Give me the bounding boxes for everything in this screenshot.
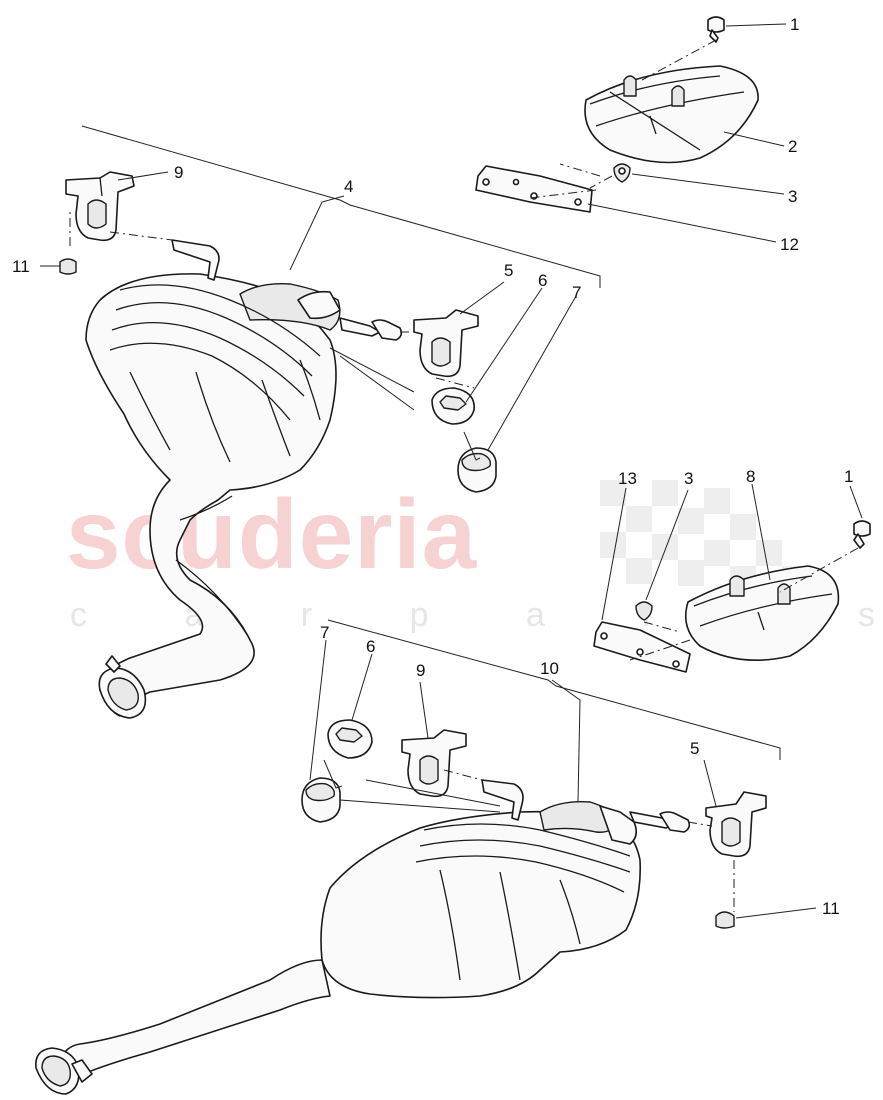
callout-3: 3 — [788, 187, 797, 206]
heat-shield-middle — [684, 565, 840, 661]
callout-4: 4 — [344, 177, 353, 196]
rubber-mount-lower — [327, 719, 373, 759]
callout-10: 10 — [540, 659, 559, 678]
rubber-mount-upper — [431, 387, 475, 425]
hanger-bracket-upper-left — [65, 171, 135, 242]
nut-top — [613, 163, 631, 183]
rubber-mount-with-clip-lower — [301, 759, 343, 823]
assembly-group-lines — [81, 125, 781, 760]
leader-lines — [40, 23, 863, 919]
callout-11-lower: 11 — [822, 899, 840, 918]
nut-lower-right — [715, 911, 735, 929]
callout-12: 12 — [780, 235, 799, 254]
nut-middle — [635, 601, 653, 621]
hanger-bracket-lower-right — [705, 791, 767, 858]
callout-7: 7 — [572, 283, 581, 302]
callout-6: 6 — [538, 271, 547, 290]
callout-9-lower: 9 — [416, 661, 425, 680]
callout-1-lower: 1 — [844, 467, 853, 486]
callout-1: 1 — [790, 15, 799, 34]
mounting-plate-middle — [593, 621, 691, 673]
callout-3-lower: 3 — [684, 469, 693, 488]
callout-13: 13 — [618, 469, 637, 488]
hanger-bracket-lower-left — [401, 729, 467, 798]
callout-6-lower: 6 — [366, 637, 375, 656]
bolt-top — [707, 16, 725, 43]
callout-labels: 1 2 3 12 9 4 11 5 6 7 13 3 8 1 7 6 9 10 … — [12, 15, 853, 918]
callout-7-lower: 7 — [320, 623, 329, 642]
rear-muffler-lower — [35, 779, 691, 1095]
callout-9: 9 — [174, 163, 183, 182]
callout-11: 11 — [12, 257, 30, 276]
rubber-mount-with-clip-upper — [457, 431, 497, 493]
rear-muffler-upper — [85, 239, 403, 719]
hanger-bracket-upper-right — [413, 309, 479, 378]
bolt-middle — [853, 520, 871, 549]
callout-2: 2 — [788, 137, 797, 156]
watermark-brand: scuderia — [66, 479, 478, 589]
nut-upper-left — [59, 258, 77, 275]
heat-shield-top — [584, 65, 759, 164]
callout-8: 8 — [746, 467, 755, 486]
callout-5: 5 — [504, 261, 513, 280]
mounting-plate-top — [475, 165, 593, 213]
callout-5-lower: 5 — [690, 739, 699, 758]
